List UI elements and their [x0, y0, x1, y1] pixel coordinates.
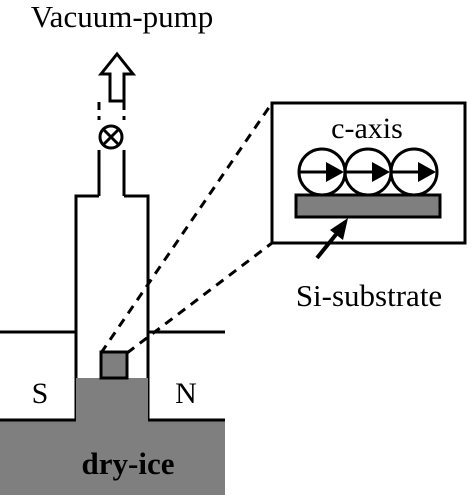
exhaust-arrow-icon: [97, 51, 137, 103]
magnet-south-label: S: [32, 377, 49, 410]
vacuum-pump-label: Vacuum-pump: [31, 0, 214, 34]
si-substrate-label: Si-substrate: [296, 278, 442, 313]
sample-holder: [99, 350, 129, 380]
magnet-north-label: N: [175, 377, 197, 410]
c-axis-label: c-axis: [331, 112, 403, 145]
substrate-pointer-arrow: [315, 218, 348, 260]
valve-icon: [98, 124, 124, 150]
c-axis-arrows: [300, 162, 436, 182]
dry-ice-label: dry-ice: [82, 446, 175, 481]
zoom-lines: [99, 102, 274, 355]
exhaust-tube-dashed: [97, 102, 126, 120]
si-substrate-bar: [294, 193, 442, 219]
dry-ice-block: [0, 352, 225, 495]
chamber-tube: [74, 150, 150, 330]
